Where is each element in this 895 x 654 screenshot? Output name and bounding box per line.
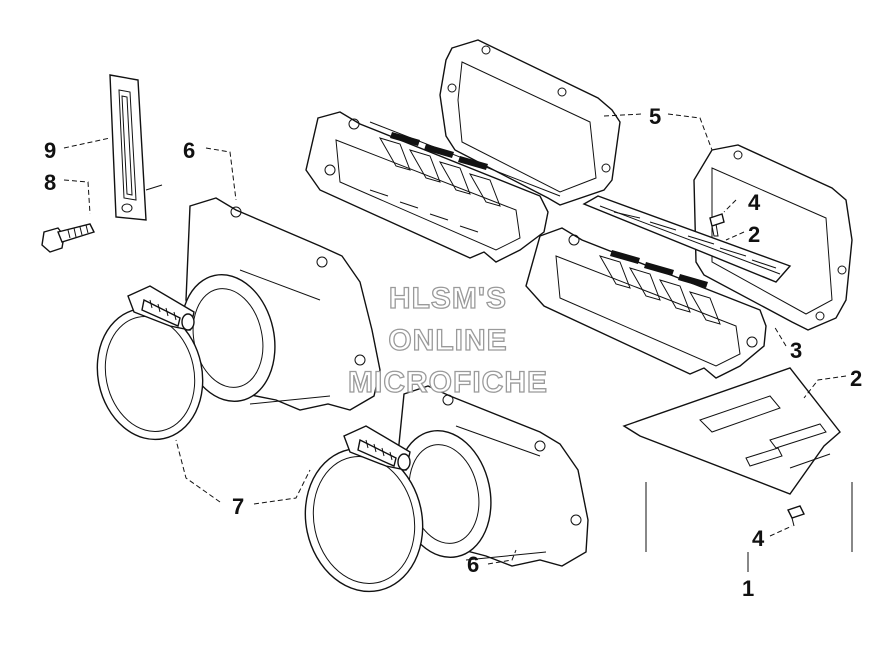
bolt-part — [41, 223, 95, 253]
callout-2-upper: 2 — [748, 222, 760, 247]
callout-6-lower: 6 — [467, 552, 479, 577]
reed-cage-upper-part — [305, 111, 561, 263]
hose-clamp-upper-part — [96, 285, 204, 441]
intake-boot-upper-part — [180, 197, 381, 411]
reed-cage-lower-part — [525, 227, 767, 379]
callout-3: 3 — [790, 338, 802, 363]
reed-petal-upper-part — [582, 195, 792, 283]
callout-8: 8 — [44, 170, 56, 195]
callout-2-lower: 2 — [850, 366, 862, 391]
watermark: HLSM'S ONLINE MICROFICHE — [347, 281, 548, 399]
watermark-line-3: MICROFICHE — [348, 366, 548, 399]
callout-4-lower: 4 — [752, 526, 765, 551]
callout-6-upper: 6 — [183, 138, 195, 163]
mounting-bracket-part — [109, 74, 163, 221]
leader-lines — [63, 113, 847, 565]
watermark-line-1: HLSM'S — [389, 282, 507, 315]
screw-part-upper — [709, 213, 725, 237]
hose-clamp-lower-part — [304, 425, 424, 593]
callout-9: 9 — [44, 138, 56, 163]
watermark-line-2: ONLINE — [388, 324, 507, 357]
callout-7: 7 — [232, 494, 244, 519]
callout-1: 1 — [742, 576, 754, 601]
reed-stop-plate-lower-part — [622, 367, 841, 495]
callout-4-upper: 4 — [748, 190, 761, 215]
callout-5: 5 — [649, 104, 661, 129]
assembly-group-bracket — [645, 482, 853, 572]
callout-labels: 9 8 6 5 4 2 3 2 7 6 4 1 — [44, 104, 862, 601]
screw-part-lower — [787, 505, 805, 527]
